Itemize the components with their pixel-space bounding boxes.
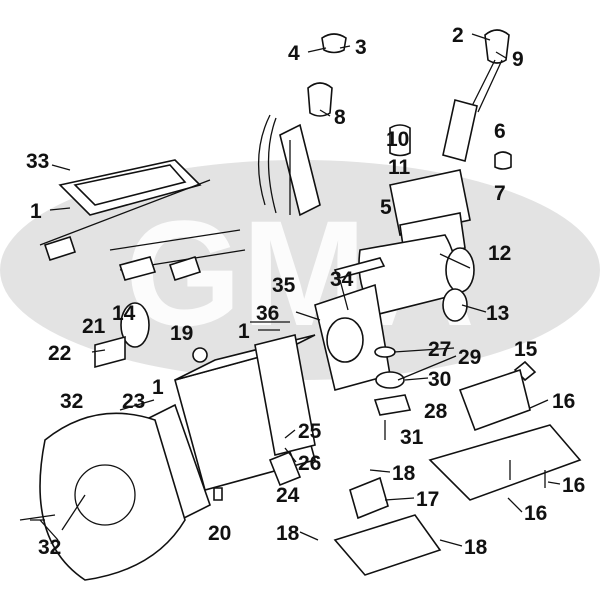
callout-22: 22	[48, 342, 71, 365]
callout-34: 34	[330, 268, 354, 291]
callout-18-a: 18	[392, 462, 416, 485]
callout-15: 15	[514, 338, 538, 361]
callout-7: 7	[494, 182, 506, 205]
callout-32-a: 32	[60, 390, 83, 413]
parts-drawing	[19, 29, 582, 581]
callout-27: 27	[428, 338, 451, 361]
callout-14: 14	[112, 302, 136, 325]
callout-28: 28	[424, 400, 448, 423]
callout-21: 21	[82, 315, 106, 338]
callout-18-b: 18	[276, 522, 300, 545]
callout-5: 5	[380, 196, 392, 219]
callout-24: 24	[276, 484, 300, 507]
callout-25: 25	[298, 420, 322, 443]
leader-lines	[30, 33, 561, 547]
callout-8: 8	[334, 106, 346, 129]
callout-1-cover: 1	[30, 200, 42, 223]
callout-26: 26	[298, 452, 321, 475]
callout-30: 30	[428, 368, 451, 391]
callout-11: 11	[388, 156, 411, 179]
callout-labels: 33 1 4 3 8 2 9 10 11 6 7 5 12 13 35 34 3…	[26, 24, 585, 559]
callout-16-c: 16	[524, 502, 547, 525]
callout-18-c: 18	[464, 536, 488, 559]
callout-13: 13	[486, 302, 509, 325]
callout-32-b: 32	[38, 536, 61, 559]
callout-16-b: 16	[562, 474, 585, 497]
callout-10: 10	[386, 128, 409, 151]
callout-16-a: 16	[552, 390, 575, 413]
callout-3: 3	[355, 36, 367, 59]
callout-35: 35	[272, 274, 296, 297]
callout-17: 17	[416, 488, 439, 511]
callout-6: 6	[494, 120, 506, 143]
callout-31: 31	[400, 426, 424, 449]
callout-9: 9	[512, 48, 524, 71]
callout-20: 20	[208, 522, 231, 545]
callout-33: 33	[26, 150, 49, 173]
callout-19: 19	[170, 322, 193, 345]
callout-4: 4	[288, 42, 300, 65]
callout-1-adapter: 1	[152, 376, 164, 399]
callout-23: 23	[122, 390, 145, 413]
callout-29: 29	[458, 346, 481, 369]
callout-12: 12	[488, 242, 511, 265]
callout-36: 36	[256, 302, 279, 325]
callout-2: 2	[452, 24, 464, 47]
callout-1-case: 1	[238, 320, 250, 343]
